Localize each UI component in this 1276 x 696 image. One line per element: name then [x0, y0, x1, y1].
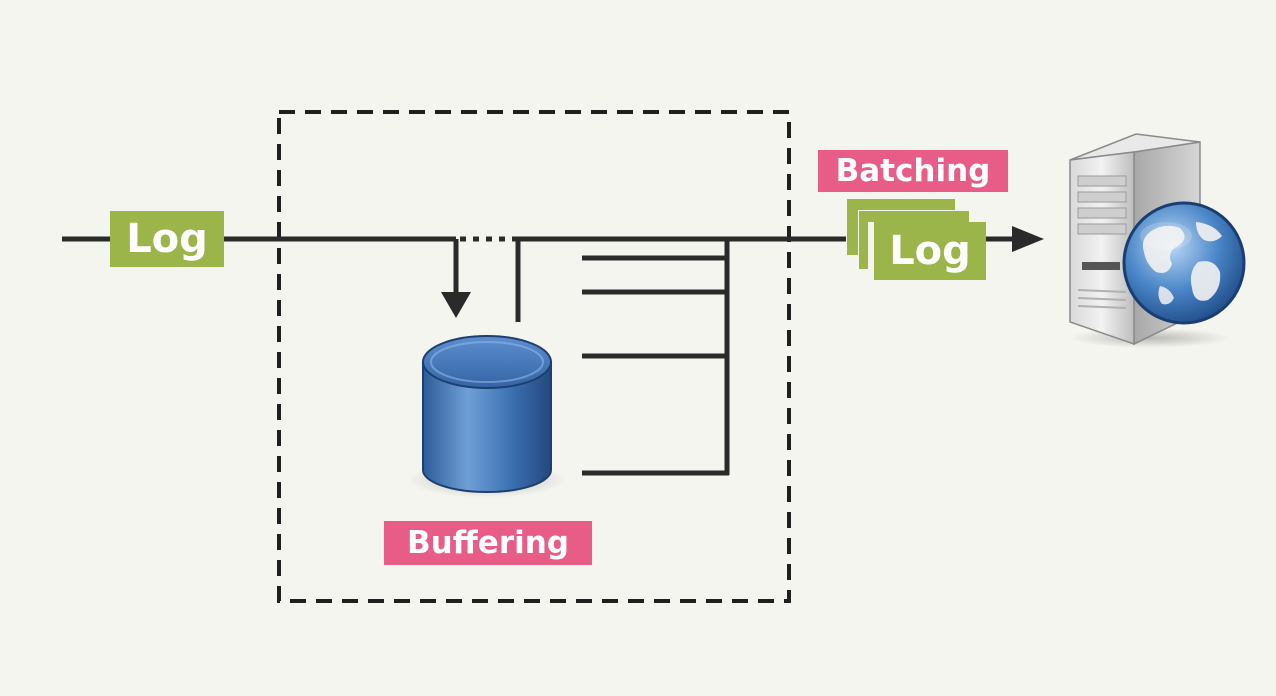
- database-cylinder-icon: [407, 335, 567, 498]
- web-server-globe-icon: [1069, 133, 1246, 348]
- buffer-in-arrowhead: [441, 292, 471, 318]
- log-input-label: Log: [110, 211, 224, 267]
- output-arrowhead: [1012, 226, 1044, 252]
- buffering-label: Buffering: [384, 521, 592, 565]
- batching-label: Batching: [818, 150, 1008, 192]
- process-boundary: [277, 110, 791, 603]
- log-output-label: Log: [868, 222, 986, 280]
